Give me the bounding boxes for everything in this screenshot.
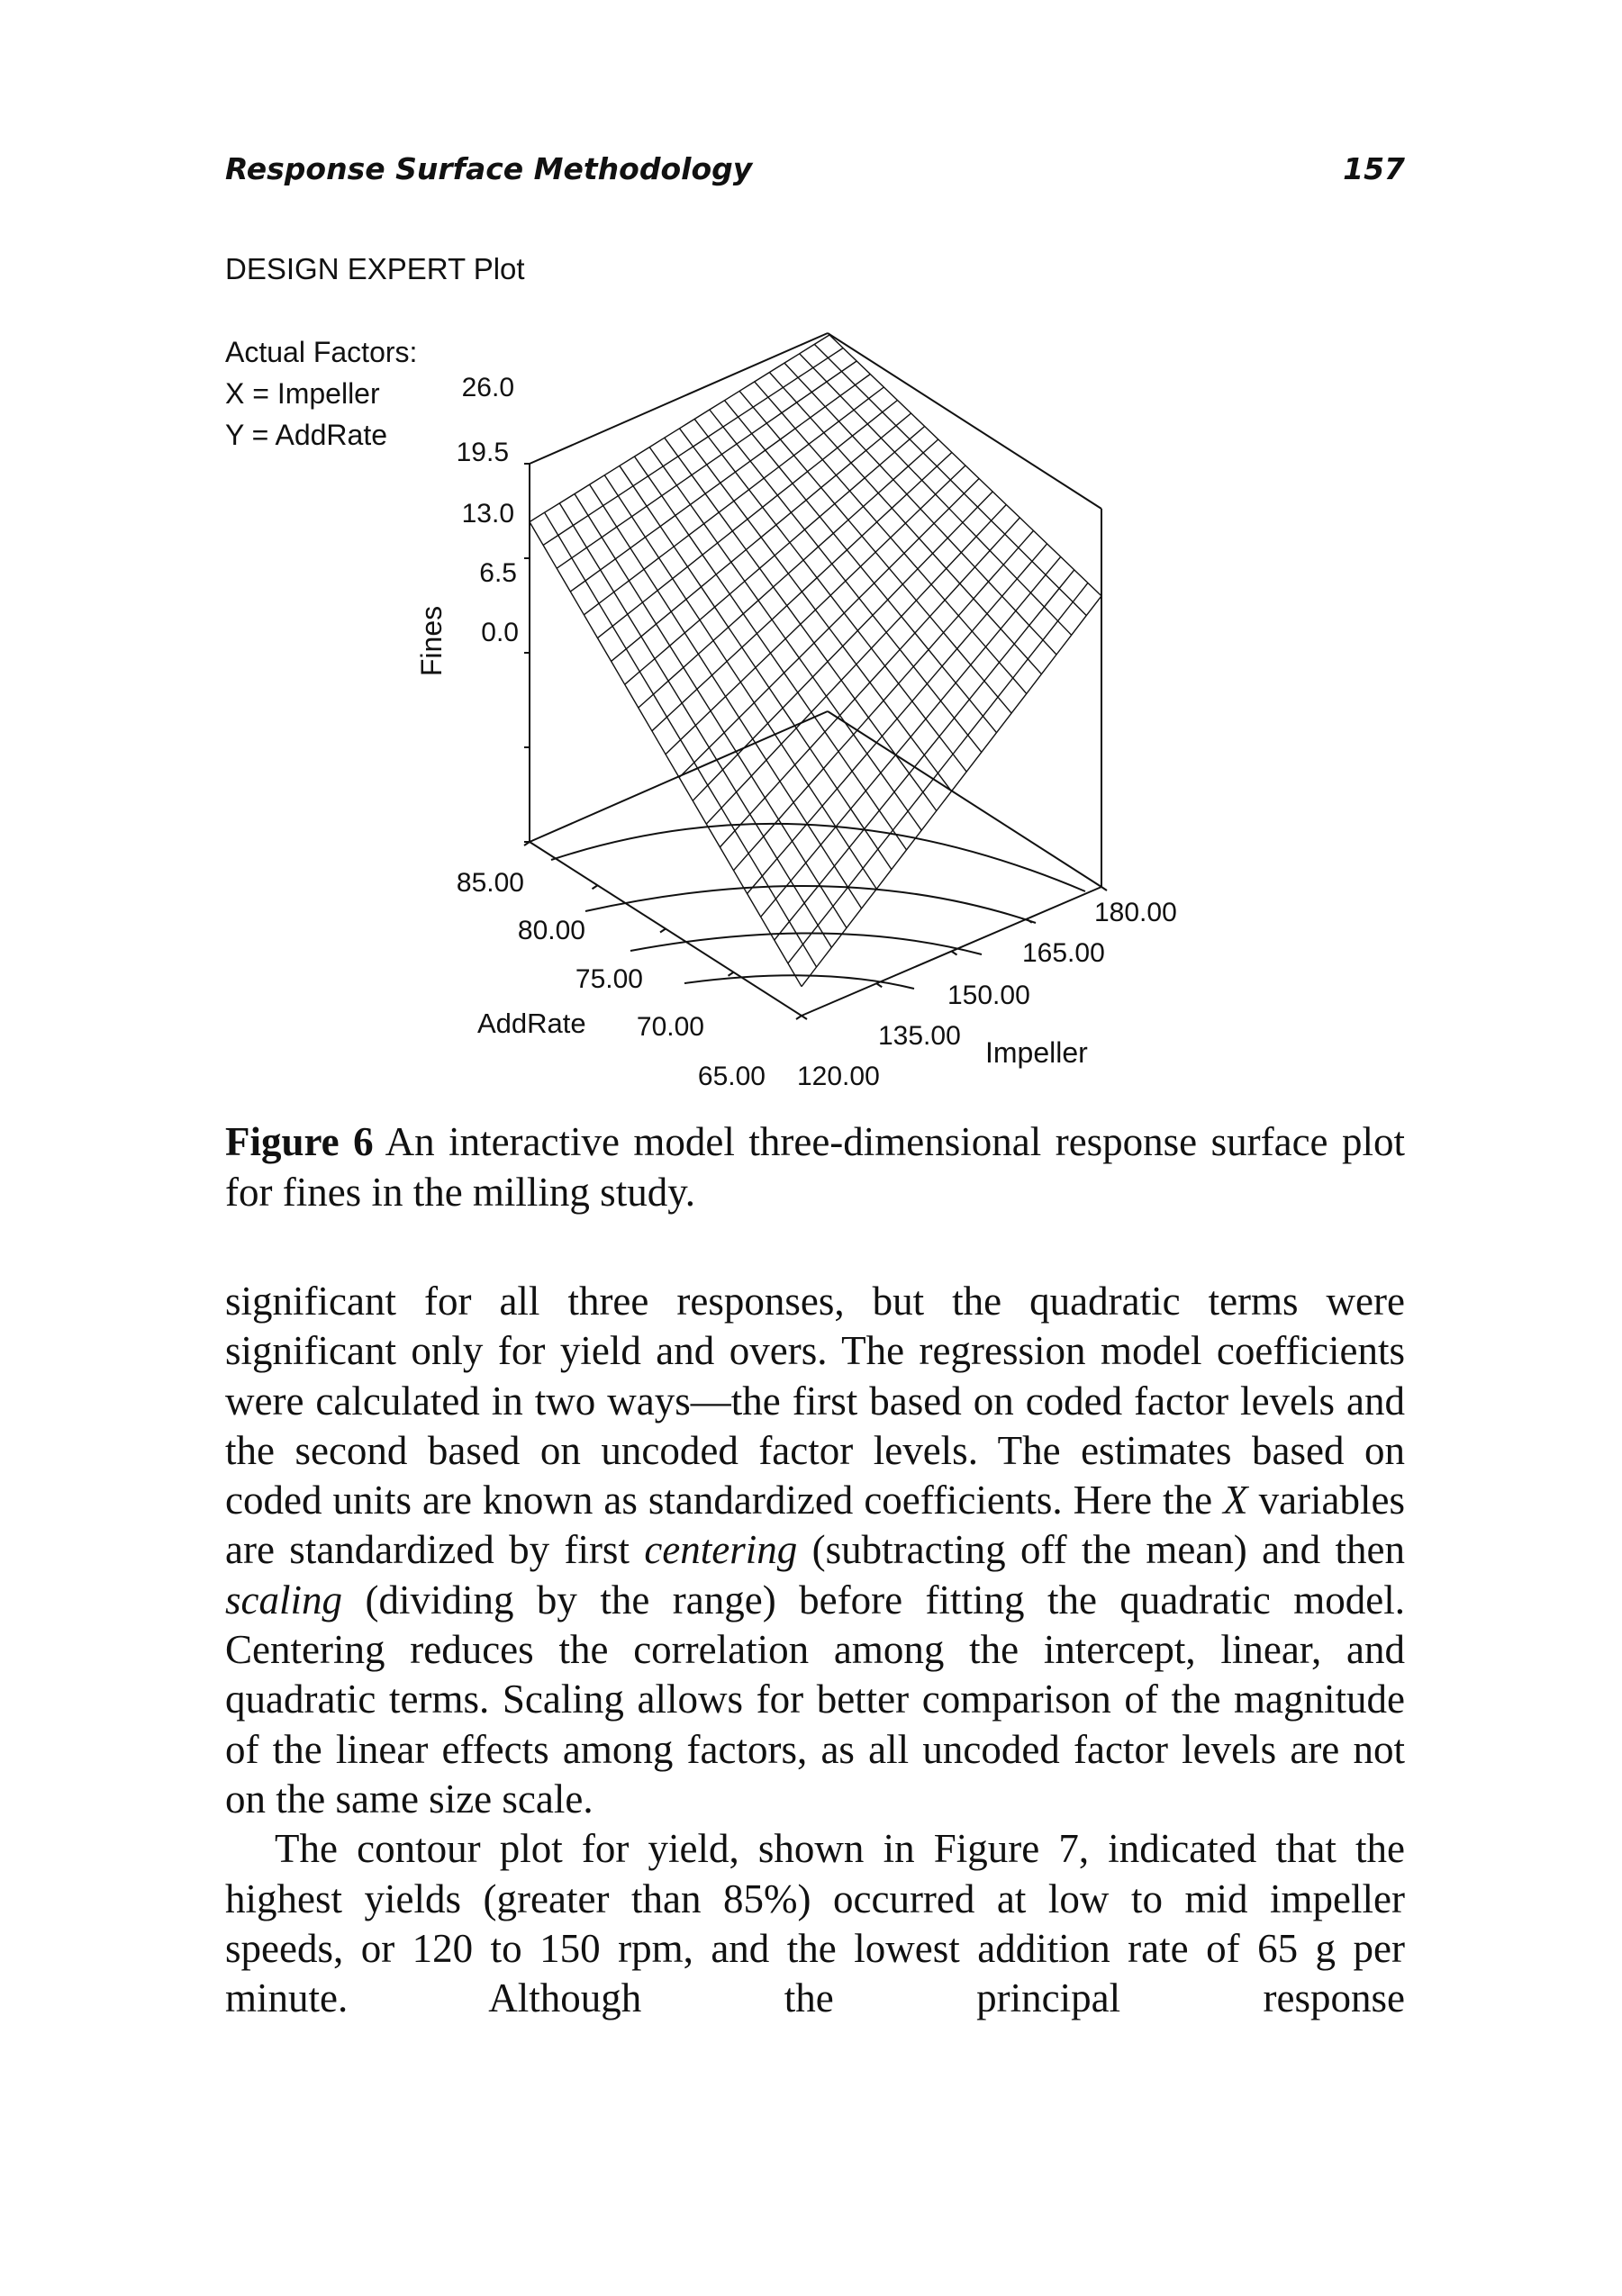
italic-term: scaling (225, 1577, 342, 1623)
mesh-line-addrate-dir (813, 343, 1087, 617)
y-tick-mark (523, 841, 530, 846)
paragraph-2: The contour plot for yield, shown in Fig… (225, 1826, 1405, 2021)
mesh-line-addrate-dir (829, 334, 1102, 597)
figure-header: DESIGN EXPERT Plot (225, 252, 525, 285)
paragraph-1: significant for all three responses, but… (225, 1277, 1405, 1824)
z-axis-title: Fines (415, 606, 448, 676)
x-axis-title: Impeller (985, 1036, 1088, 1069)
mesh-line-impeller-dir (556, 360, 857, 569)
x-tick-label: 120.00 (797, 1062, 880, 1091)
y-tick-mark (795, 1015, 802, 1020)
factor-x: X = Impeller (225, 377, 380, 410)
mesh-line-impeller-dir (638, 438, 939, 709)
y-axis: 85.00 80.00 75.00 70.00 65.00 AddRate (457, 841, 802, 1091)
y-tick-label: 70.00 (637, 1012, 704, 1042)
x-tick-label: 180.00 (1094, 898, 1177, 927)
mesh-line-addrate-dir (739, 390, 1012, 714)
mesh-line-impeller-dir (651, 451, 953, 732)
mesh-line-addrate-dir (754, 381, 1028, 694)
y-tick-label: 75.00 (575, 964, 643, 994)
z-tick-label: 13.0 (462, 499, 514, 529)
mesh-line-impeller-dir (597, 399, 898, 639)
caption-text: An interactive model three-dimensional r… (225, 1119, 1405, 1215)
mesh-line-impeller-dir (583, 386, 884, 616)
y-tick-mark (727, 971, 735, 977)
mesh-line-impeller-dir (529, 334, 830, 523)
factors-heading: Actual Factors: (225, 336, 417, 368)
text-run: (subtracting off the mean) and then (797, 1527, 1405, 1573)
text-run: significant for all three responses, but… (225, 1279, 1405, 1523)
z-tick-label: 26.0 (462, 373, 514, 402)
x-tick-label: 135.00 (878, 1021, 961, 1051)
floor-back-right (827, 710, 1102, 888)
y-tick-mark (659, 927, 666, 934)
body-text: significant for all three responses, but… (225, 1277, 1405, 2023)
mesh-line-addrate-dir (768, 372, 1042, 675)
y-tick-label: 65.00 (698, 1062, 766, 1091)
running-head: Response Surface Methodology 157 (225, 151, 1405, 196)
italic-term: centering (644, 1527, 798, 1573)
mesh-line-impeller-dir (611, 412, 912, 662)
contour-line-2 (584, 884, 1037, 924)
factor-y: Y = AddRate (225, 419, 387, 451)
x-tick-mark (801, 1015, 808, 1020)
z-tick-label: 19.5 (457, 438, 509, 467)
x-tick-mark (1026, 917, 1033, 924)
running-title: Response Surface Methodology (225, 151, 753, 186)
contour-line-3 (630, 932, 983, 955)
top-back-left (529, 332, 829, 465)
mesh-line-addrate-dir (693, 418, 967, 773)
italic-term: X (1223, 1478, 1248, 1523)
z-tick-label: 6.5 (479, 558, 517, 588)
contour-line-1 (550, 822, 1086, 892)
mesh-line-impeller-dir (569, 373, 871, 592)
text-run: (dividing by the range) before fitting t… (225, 1577, 1405, 1821)
mesh-line-addrate-dir (709, 409, 983, 753)
x-tick-mark (950, 950, 958, 956)
mesh-line-impeller-dir (624, 425, 926, 685)
x-tick-label: 165.00 (1022, 938, 1105, 968)
response-surface-figure: DESIGN EXPERT Plot Actual Factors: X = I… (225, 252, 1177, 1091)
page-number: 157 (1343, 151, 1405, 186)
mesh-line-addrate-dir (784, 362, 1057, 655)
surface-mesh (529, 334, 1102, 988)
mesh-line-addrate-dir (723, 400, 998, 734)
caption-label: Figure 6 (225, 1119, 374, 1164)
figure-caption: Figure 6 An interactive model three-dime… (225, 1116, 1405, 1217)
x-tick-mark (1101, 886, 1108, 891)
y-tick-label: 85.00 (457, 868, 524, 898)
mesh-line-addrate-dir (799, 353, 1073, 636)
x-tick-label: 150.00 (947, 981, 1030, 1010)
mesh-line-impeller-dir (542, 347, 844, 546)
z-tick-label: 0.0 (481, 618, 519, 647)
x-tick-mark (875, 982, 883, 989)
mesh-line-impeller-dir (665, 465, 966, 755)
y-axis-title: AddRate (477, 1008, 586, 1039)
y-tick-label: 80.00 (518, 916, 585, 945)
top-back-right (827, 332, 1102, 510)
text-run: variables are standardized by first (225, 1478, 1406, 1573)
z-axis: 26.0 19.5 13.0 6.5 0.0 Fines (415, 373, 530, 843)
y-tick-mark (591, 884, 599, 890)
